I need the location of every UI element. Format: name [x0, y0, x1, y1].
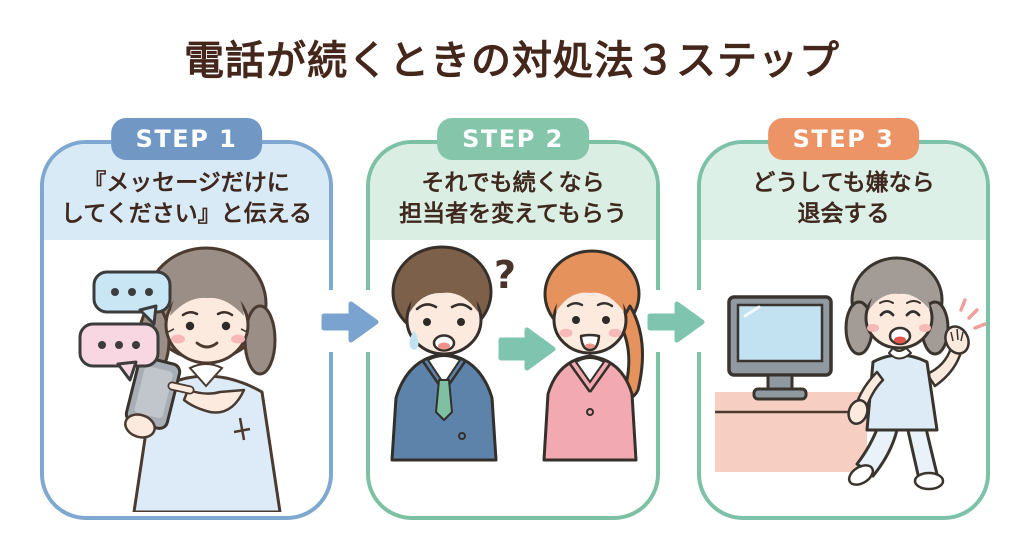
change-agent-illustration: ?	[390, 245, 644, 462]
arrow-right-icon	[321, 301, 379, 343]
leaving-computer-illustration	[715, 256, 986, 491]
speech-bubble-blue	[92, 270, 172, 326]
step-1-badge: STEP 1	[110, 118, 263, 160]
desk	[715, 392, 867, 472]
speech-bubble-pink	[78, 322, 160, 382]
page-title: 電話が続くときの対処法３ステップ	[184, 38, 840, 84]
step-2-panel: STEP 2 それでも続くなら 担当者を変えてもらう	[366, 118, 660, 520]
step-3-heading: どうしても嫌なら 退会する	[701, 144, 986, 240]
step-3-heading-line-2: 退会する	[797, 201, 890, 227]
step-1-panel: STEP 1 『メッセージだけに してください』と伝える	[40, 118, 333, 520]
arrow-right-icon	[647, 301, 705, 343]
step-2-badge: STEP 2	[437, 118, 589, 160]
step-2-heading-line-2: 担当者を変えてもらう	[399, 201, 627, 227]
step-1-heading-line-1: 『メッセージだけに	[83, 169, 290, 196]
step-2-heading-line-1: それでも続くなら	[421, 169, 605, 196]
new-agent-woman	[542, 249, 644, 462]
question-mark-text: ?	[494, 253, 516, 297]
step-3-panel: STEP 3 どうしても嫌なら 退会する	[697, 118, 990, 520]
confused-man: ?	[390, 245, 516, 462]
step-1-heading-line-2: してください』と伝える	[61, 201, 312, 227]
small-arrow-right-icon	[498, 327, 556, 371]
step-3-badge: STEP 3	[767, 118, 920, 160]
step-2-heading: それでも続くなら 担当者を変えてもらう	[370, 144, 656, 240]
woman-texting-illustration	[78, 246, 282, 512]
computer-monitor	[727, 295, 833, 401]
smartphone	[124, 356, 182, 430]
emphasis-lines	[959, 298, 986, 330]
step-3-heading-line-1: どうしても嫌なら	[752, 169, 935, 196]
waving-woman	[844, 256, 986, 491]
step-1-heading: 『メッセージだけに してください』と伝える	[44, 144, 329, 240]
